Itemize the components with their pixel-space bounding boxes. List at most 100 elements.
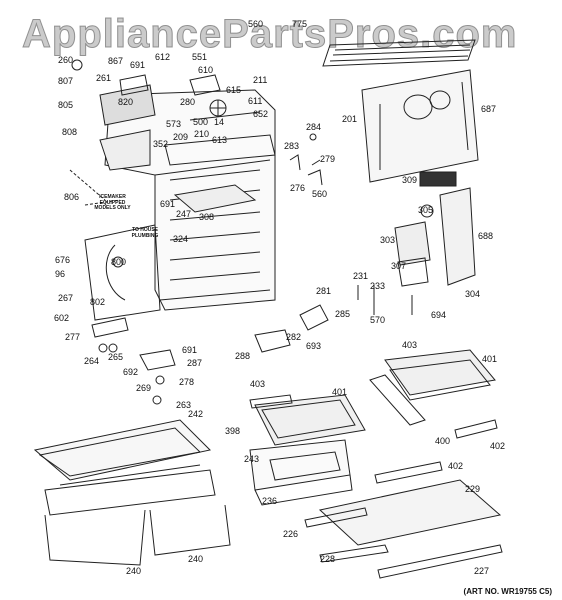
part-callout-242: 242 xyxy=(188,409,204,419)
part-callout-211: 211 xyxy=(253,75,268,85)
icemaker-fill-tube-area xyxy=(84,224,161,321)
part-callout-615: 615 xyxy=(226,85,242,95)
part-callout-260: 260 xyxy=(58,55,74,65)
part-callout-283: 283 xyxy=(284,141,300,151)
part-callout-613: 613 xyxy=(212,135,228,145)
part-callout-691: 691 xyxy=(130,60,146,70)
part-callout-573: 573 xyxy=(166,119,182,129)
part-callout-277: 277 xyxy=(65,332,81,342)
part-callout-308: 308 xyxy=(199,212,215,222)
part-callout-210: 210 xyxy=(194,129,210,139)
part-callout-560: 560 xyxy=(312,189,328,199)
part-callout-560: 560 xyxy=(248,19,264,29)
part-callout-693: 693 xyxy=(306,341,322,351)
part-callout-400: 400 xyxy=(435,436,451,446)
part-callout-278: 278 xyxy=(179,377,195,387)
icemaker-note: ICEMAKER EQUIPPED MODELS ONLY xyxy=(94,194,131,211)
back-panel xyxy=(361,69,479,183)
part-callout-287: 287 xyxy=(187,358,203,368)
part-callout-276: 276 xyxy=(290,183,306,193)
part-callout-288: 288 xyxy=(235,351,251,361)
part-callout-401: 401 xyxy=(482,354,498,364)
part-callout-228: 228 xyxy=(320,554,336,564)
part-callout-264: 264 xyxy=(84,356,100,366)
part-callout-240: 240 xyxy=(188,554,204,564)
part-callout-282: 282 xyxy=(286,332,302,342)
part-callout-324: 324 xyxy=(173,234,189,244)
part-callout-403: 403 xyxy=(250,379,266,389)
icemaker-assembly xyxy=(71,59,156,171)
dispenser-housing xyxy=(394,187,476,287)
part-callout-398: 398 xyxy=(225,426,241,436)
part-callout-402: 402 xyxy=(448,461,464,471)
part-callout-303: 303 xyxy=(380,235,396,245)
part-callout-612: 612 xyxy=(155,52,171,62)
part-callout-691: 691 xyxy=(182,345,198,355)
part-callout-352: 352 xyxy=(153,139,169,149)
part-callout-551: 551 xyxy=(192,52,208,62)
icemaker-leader-lines xyxy=(69,169,121,206)
part-callout-309: 309 xyxy=(402,175,418,185)
part-callout-806: 806 xyxy=(64,192,80,202)
glass-shelf-right xyxy=(369,349,498,439)
part-callout-800: 800 xyxy=(111,257,127,267)
part-callout-263: 263 xyxy=(176,400,192,410)
part-callout-402: 402 xyxy=(490,441,506,451)
part-callout-687: 687 xyxy=(481,104,497,114)
part-callout-201: 201 xyxy=(342,114,358,124)
part-callout-279: 279 xyxy=(320,154,336,164)
part-callout-14: 14 xyxy=(214,117,225,127)
top-wire-shelf xyxy=(322,39,476,67)
part-callout-285: 285 xyxy=(335,309,351,319)
part-callout-247: 247 xyxy=(176,209,192,219)
part-callout-96: 96 xyxy=(55,269,66,279)
small-hardware xyxy=(91,133,413,405)
house-plumbing-note: TO HOUSE PLUMBING xyxy=(131,227,159,239)
part-callout-265: 265 xyxy=(108,352,124,362)
glass-shelf-bottom xyxy=(304,461,503,579)
part-callout-269: 269 xyxy=(136,383,152,393)
part-callout-209: 209 xyxy=(173,132,189,142)
part-callout-602: 602 xyxy=(54,313,70,323)
inner-shelf xyxy=(173,184,257,213)
part-callout-307: 307 xyxy=(391,261,407,271)
part-callout-243: 243 xyxy=(244,454,260,464)
part-callout-236: 236 xyxy=(262,496,278,506)
part-callout-267: 267 xyxy=(58,293,74,303)
part-callout-610: 610 xyxy=(198,65,214,75)
part-callout-802: 802 xyxy=(90,297,106,307)
part-callout-240: 240 xyxy=(126,566,142,576)
part-callout-284: 284 xyxy=(306,122,322,132)
part-callout-280: 280 xyxy=(180,97,196,107)
part-callout-676: 676 xyxy=(55,255,71,265)
part-callout-694: 694 xyxy=(431,310,447,320)
part-callout-808: 808 xyxy=(62,127,78,137)
part-callout-233: 233 xyxy=(370,281,386,291)
part-callout-775: 775 xyxy=(292,19,308,29)
label-plate xyxy=(419,171,457,187)
part-callout-805: 805 xyxy=(58,100,74,110)
part-callout-611: 611 xyxy=(248,96,263,106)
part-callout-281: 281 xyxy=(316,286,332,296)
part-callout-500: 500 xyxy=(193,117,209,127)
part-callout-231: 231 xyxy=(353,271,369,281)
evaporator-fan xyxy=(189,74,227,117)
part-callout-867: 867 xyxy=(108,56,124,66)
part-callout-227: 227 xyxy=(474,566,490,576)
part-callout-652: 652 xyxy=(253,109,269,119)
part-callout-403: 403 xyxy=(402,340,418,350)
part-callout-401: 401 xyxy=(332,387,348,397)
part-callout-688: 688 xyxy=(478,231,494,241)
crisper-drawer xyxy=(249,439,353,506)
freezer-bins xyxy=(33,419,231,566)
part-callout-305: 305 xyxy=(418,205,434,215)
part-callout-226: 226 xyxy=(283,529,299,539)
part-callout-807: 807 xyxy=(58,76,74,86)
part-callout-304: 304 xyxy=(465,289,481,299)
art-number: (ART NO. WR19755 C5) xyxy=(463,587,552,596)
part-callout-261: 261 xyxy=(96,73,112,83)
part-callout-570: 570 xyxy=(370,315,386,325)
glass-shelf-center xyxy=(249,394,366,446)
part-callout-692: 692 xyxy=(123,367,139,377)
